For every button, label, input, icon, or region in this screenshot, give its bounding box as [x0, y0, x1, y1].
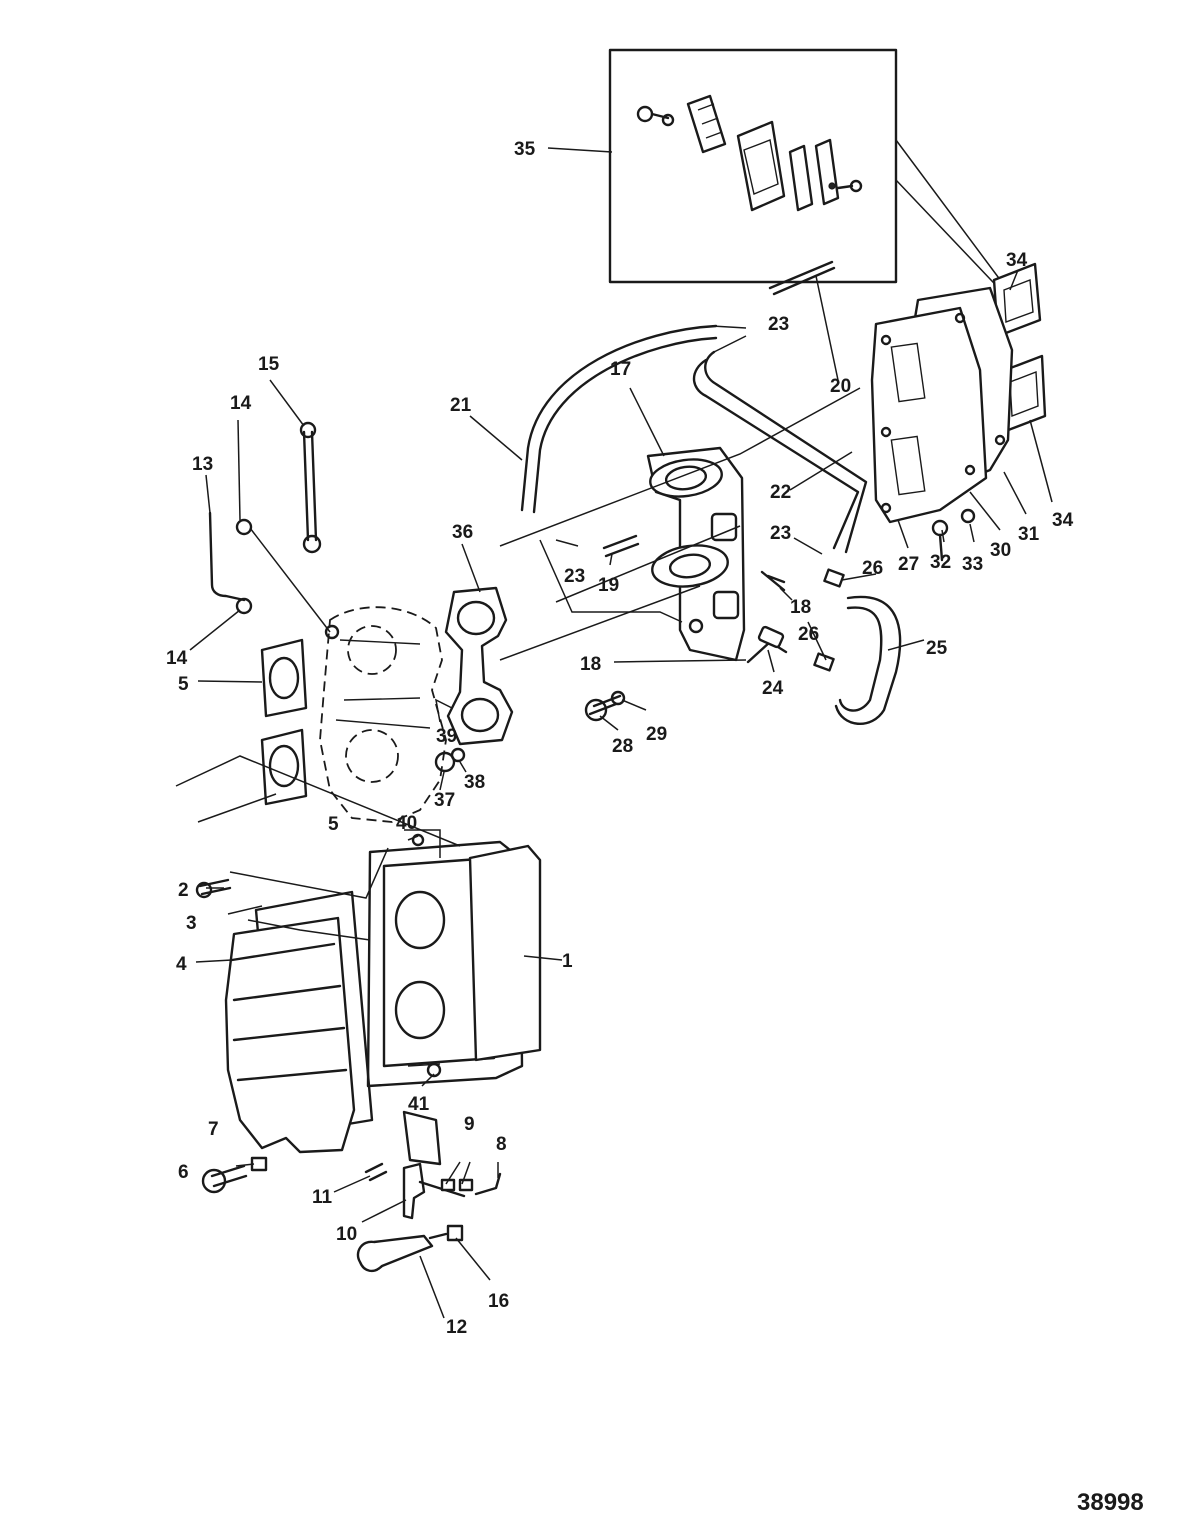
- link: [474, 1172, 502, 1196]
- callout-33: 33: [962, 554, 983, 575]
- clip: [235, 597, 253, 615]
- callout-18-lower: 18: [580, 654, 601, 675]
- clip: [458, 1178, 474, 1192]
- gasket-upper: [260, 638, 308, 718]
- callout-6: 6: [178, 1162, 189, 1183]
- callout-38: 38: [464, 772, 485, 793]
- callout-16: 16: [488, 1291, 509, 1312]
- callout-13: 13: [192, 454, 213, 475]
- callout-12: 12: [446, 1317, 467, 1338]
- stud: [768, 260, 836, 296]
- check-valve: [757, 625, 785, 649]
- callout-24: 24: [762, 678, 784, 699]
- hose-25: [834, 595, 902, 726]
- nut: [434, 751, 456, 773]
- callout-36: 36: [452, 522, 473, 543]
- reed-kit-inset: [608, 48, 1011, 301]
- callout-5-upper: 5: [178, 674, 189, 695]
- callout-29: 29: [646, 724, 667, 745]
- plug: [411, 833, 425, 847]
- washer: [450, 747, 466, 763]
- callout-4: 4: [176, 954, 187, 975]
- callout-9: 9: [464, 1114, 475, 1135]
- elbow-fitting: [760, 570, 786, 592]
- callout-27: 27: [898, 554, 919, 575]
- intake-manifold-plates: [870, 286, 1014, 524]
- callout-14-upper: 14: [230, 393, 252, 414]
- spring: [364, 1162, 388, 1182]
- callout-1: 1: [562, 951, 573, 972]
- fuel-hose-long: [520, 324, 718, 512]
- screw: [210, 1164, 248, 1188]
- callout-30: 30: [990, 540, 1011, 561]
- clamp: [813, 652, 835, 672]
- intake-manifold: [646, 446, 746, 662]
- callout-35: 35: [514, 139, 536, 160]
- air-box-cover: [224, 916, 356, 1154]
- air-box-base: [366, 840, 542, 1088]
- callout-19: 19: [598, 575, 619, 596]
- callout-23-top: 23: [768, 314, 789, 335]
- choke-lever: [402, 1162, 426, 1220]
- stud-19: [602, 534, 640, 558]
- callout-15: 15: [258, 354, 280, 375]
- callout-26-upper: 26: [862, 558, 883, 579]
- callout-26-lower: 26: [798, 624, 819, 645]
- callout-10: 10: [336, 1224, 357, 1245]
- callout-37: 37: [434, 790, 455, 811]
- callout-14-lower: 14: [166, 648, 188, 669]
- figure-number: 38998: [1077, 1489, 1144, 1516]
- clamp: [823, 568, 845, 588]
- callout-32: 32: [930, 552, 951, 573]
- callout-3: 3: [186, 913, 197, 934]
- washer: [960, 508, 976, 524]
- callout-17: 17: [610, 359, 631, 380]
- callout-22: 22: [770, 482, 791, 503]
- carburetor-gasket: [444, 586, 514, 746]
- callout-20: 20: [830, 376, 851, 397]
- nut: [250, 1156, 268, 1172]
- fuel-line: [208, 511, 246, 602]
- link-rod: [302, 430, 318, 542]
- callout-8: 8: [496, 1134, 507, 1155]
- callout-18-upper: 18: [790, 597, 811, 618]
- callout-2: 2: [178, 880, 189, 901]
- clip: [235, 518, 253, 536]
- callout-23-mid: 23: [564, 566, 585, 587]
- choke-knob: [356, 1234, 434, 1273]
- callout-21: 21: [450, 395, 472, 416]
- screw: [198, 878, 232, 896]
- callout-7: 7: [208, 1119, 219, 1140]
- callout-11: 11: [312, 1187, 333, 1208]
- carburetor: [319, 606, 447, 823]
- callout-41: 41: [408, 1094, 430, 1115]
- callout-39: 39: [436, 726, 457, 747]
- fuel-hose: [692, 358, 860, 550]
- callout-labels: 1 2 3 4 5 5 6 7 8 9 10 11 12 13 14 14 15…: [166, 139, 1074, 1338]
- callout-25: 25: [926, 638, 948, 659]
- callout-23-right: 23: [770, 523, 791, 544]
- screw: [588, 694, 622, 716]
- callout-leaders: [189, 147, 1053, 1319]
- gasket-lower: [260, 728, 308, 806]
- callout-34-upper: 34: [1006, 250, 1028, 271]
- callout-28: 28: [612, 736, 633, 757]
- screw: [931, 519, 949, 537]
- callout-40: 40: [396, 813, 417, 834]
- retainer: [446, 1224, 464, 1242]
- callout-5-lower: 5: [328, 814, 339, 835]
- callout-31: 31: [1018, 524, 1040, 545]
- callout-34-lower: 34: [1052, 510, 1074, 531]
